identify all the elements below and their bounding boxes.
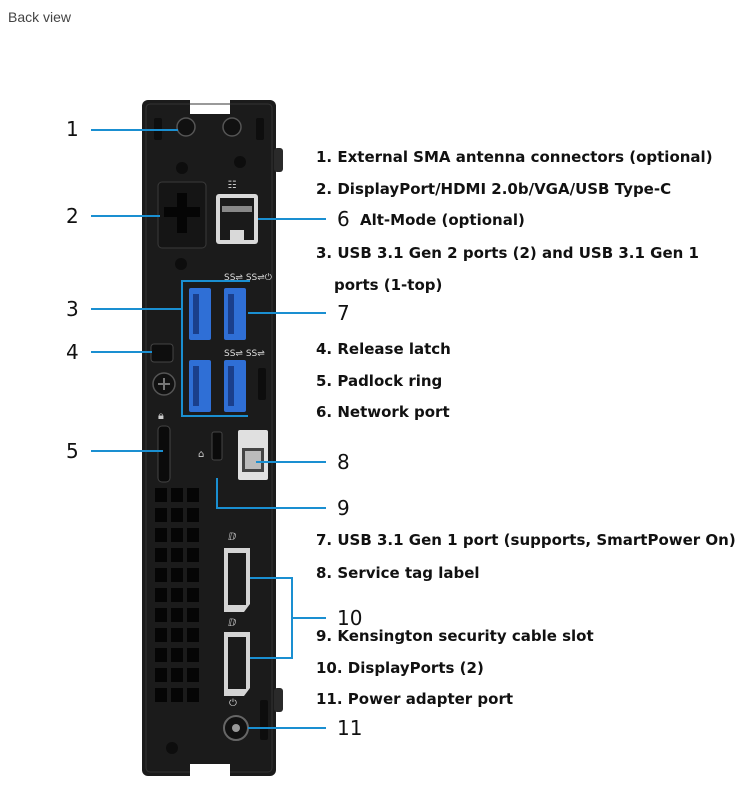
service-tag-label — [238, 430, 268, 480]
usb-port-icon: SS⇌ SS⇌⏻ SS⇌ SS⇌ — [189, 272, 272, 412]
callout-3: 3 — [66, 297, 79, 321]
desc-service-tag: 8. Service tag label — [316, 564, 480, 582]
svg-text:ⅅ: ⅅ — [228, 618, 236, 629]
callout-4: 4 — [66, 340, 79, 364]
desc-padlock-ring: 5. Padlock ring — [316, 372, 443, 390]
svg-text:🔒︎: 🔒︎ — [158, 409, 164, 422]
padlock-icon: 🔒︎ — [157, 409, 171, 483]
desc-sma-antenna: 1. External SMA antenna connectors (opti… — [316, 148, 713, 166]
desc-kensington: 9. Kensington security cable slot — [316, 627, 594, 645]
network-port-icon — [216, 194, 258, 244]
callout-5: 5 — [66, 439, 79, 463]
release-latch — [150, 343, 176, 396]
ventilation-grille — [155, 488, 199, 702]
callout-2: 2 — [66, 204, 79, 228]
svg-text:SS⇌ SS⇌: SS⇌ SS⇌ — [224, 349, 265, 359]
desc-network-port: 6. Network port — [316, 403, 450, 421]
side-knob — [274, 688, 283, 712]
desc-usb-smartpower: 7. USB 3.1 Gen 1 port (supports, SmartPo… — [316, 531, 736, 549]
page-heading: Back view — [8, 9, 72, 25]
callout-6: 6 — [337, 207, 350, 231]
desc-displayports: 10. DisplayPorts (2) — [316, 659, 484, 677]
desc-release-latch: 4. Release latch — [316, 340, 451, 358]
callout-1: 1 — [66, 117, 79, 141]
svg-text:☷: ☷ — [228, 180, 237, 191]
displayport-icon: ⅅ ⅅ — [224, 532, 250, 696]
desc-video-port-cont: Alt-Mode (optional) — [360, 211, 525, 229]
optional-port-plate — [157, 181, 207, 249]
callout-11: 11 — [337, 716, 363, 740]
callout-10: 10 — [337, 606, 363, 630]
desc-usb-ports-cont: ports (1-top) — [334, 276, 443, 294]
desc-video-port: 2. DisplayPort/HDMI 2.0b/VGA/USB Type-C — [316, 180, 672, 198]
svg-text:ⅅ: ⅅ — [228, 532, 236, 543]
kensington-slot — [211, 431, 223, 461]
desc-power-port: 11. Power adapter port — [316, 690, 514, 708]
side-knob — [274, 148, 283, 172]
callout-8: 8 — [337, 450, 350, 474]
leader-lines — [91, 129, 326, 729]
svg-text:⏻: ⏻ — [229, 698, 237, 709]
svg-text:SS⇌ SS⇌⏻: SS⇌ SS⇌⏻ — [224, 272, 272, 283]
svg-text:⌂: ⌂ — [198, 449, 204, 460]
callout-9: 9 — [337, 496, 350, 520]
desc-usb-ports: 3. USB 3.1 Gen 2 ports (2) and USB 3.1 G… — [316, 244, 699, 262]
callout-7: 7 — [337, 301, 350, 325]
